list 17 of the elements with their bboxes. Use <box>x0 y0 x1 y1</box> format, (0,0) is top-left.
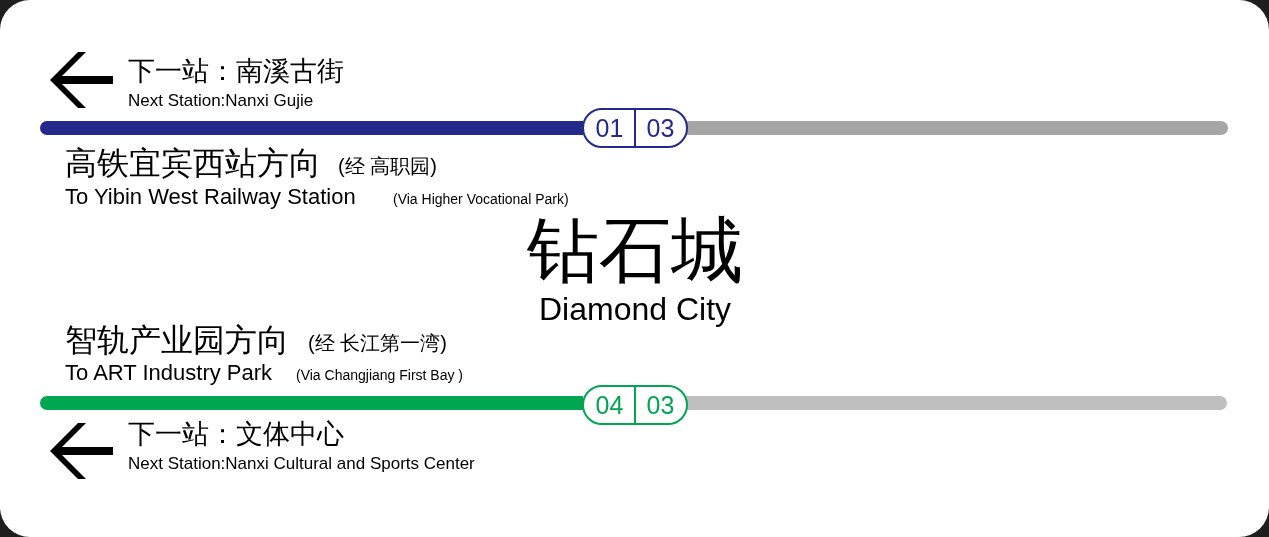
next-station-label: Next Station:Nanxi Cultural and Sports Center <box>128 455 475 472</box>
via-label: (经 长江第一湾) <box>308 333 447 353</box>
direction-label: 智轨产业园方向 <box>65 324 289 356</box>
direction-label: To Yibin West Railway Station <box>65 186 356 208</box>
station-name: 钻石城 <box>526 214 744 286</box>
direction-label: 高铁宜宾西站方向 <box>65 147 321 179</box>
via-label: (Via Changjiang First Bay ) <box>296 368 464 382</box>
station-code: 04 <box>594 389 625 421</box>
via-label: (经 高职园) <box>338 156 437 176</box>
station-code: 01 <box>594 112 625 144</box>
station-code: 03 <box>645 112 676 144</box>
via-label: (Via Higher Vocational Park) <box>393 192 569 206</box>
station-code-badge <box>582 108 688 148</box>
station-code: 03 <box>645 389 676 421</box>
station-code-badge <box>582 385 688 425</box>
station-name: Diamond City <box>537 293 733 325</box>
next-station-label: 下一站：南溪古街 <box>128 58 344 85</box>
